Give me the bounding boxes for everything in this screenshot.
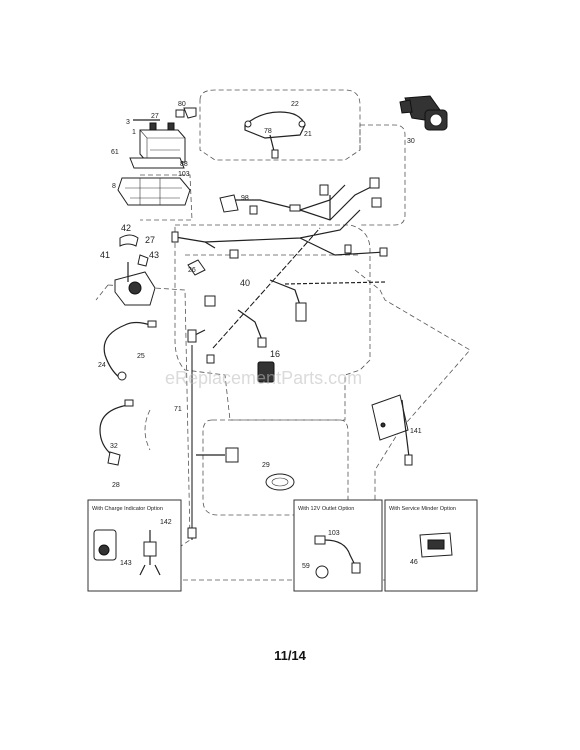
label-27: 27 xyxy=(151,113,159,120)
label-78: 78 xyxy=(264,128,272,135)
label-143: 143 xyxy=(120,560,132,567)
battery xyxy=(139,122,186,163)
label-88: 88 xyxy=(180,161,188,168)
label-1: 1 xyxy=(132,129,136,136)
label-16: 16 xyxy=(270,349,280,359)
label-43: 43 xyxy=(149,250,159,260)
label-22: 22 xyxy=(291,101,299,108)
label-8: 8 xyxy=(112,183,116,190)
starter-solenoid xyxy=(114,234,156,306)
label-24: 24 xyxy=(98,362,106,369)
label-61: 61 xyxy=(111,149,119,156)
service-minder-option: With Service Minder Option xyxy=(384,499,478,592)
outlet-option-title: With 12V Outlet Option xyxy=(298,506,354,512)
label-21: 21 xyxy=(304,131,312,138)
main-harness xyxy=(171,177,388,257)
label-29: 29 xyxy=(262,462,270,469)
label-3: 3 xyxy=(126,119,130,126)
watermark: eReplacementParts.com xyxy=(165,368,362,388)
reverse-switch-bracket xyxy=(371,394,413,466)
clip-80 xyxy=(183,107,197,119)
battery-cable-negative xyxy=(99,399,134,466)
minder-option-title: With Service Minder Option xyxy=(389,506,456,512)
label-42: 42 xyxy=(121,223,131,233)
label-103b: 103 xyxy=(328,530,340,537)
battery-tray xyxy=(117,177,191,206)
charge-indicator-option: With Charge Indicator Option xyxy=(87,499,182,592)
label-103: 103 xyxy=(178,171,190,178)
label-80: 80 xyxy=(178,101,186,108)
label-41: 41 xyxy=(100,250,110,260)
battery-cable-positive xyxy=(103,320,157,381)
label-28: 28 xyxy=(112,482,120,489)
label-26: 26 xyxy=(188,267,196,274)
label-71: 71 xyxy=(174,406,182,413)
pto-switch xyxy=(265,473,295,491)
headlight-harness xyxy=(244,111,306,159)
page-number: 11/14 xyxy=(274,648,306,663)
label-30: 30 xyxy=(407,138,415,145)
charge-option-title: With Charge Indicator Option xyxy=(92,506,163,512)
outlet-option: With 12V Outlet Option xyxy=(293,499,383,592)
ignition-switch xyxy=(399,95,448,131)
wire-loom xyxy=(204,227,386,349)
label-32: 32 xyxy=(110,443,118,450)
rear-harness xyxy=(187,329,239,540)
part-labels: 80 27 3 1 61 88 103 8 22 78 21 30 42 27 … xyxy=(98,101,422,570)
label-142: 142 xyxy=(160,519,172,526)
battery-hold-down xyxy=(129,109,185,169)
label-40: 40 xyxy=(240,278,250,288)
seat-switch xyxy=(257,361,275,383)
label-59: 59 xyxy=(302,563,310,570)
switch-98 xyxy=(187,259,206,276)
label-141: 141 xyxy=(410,428,422,435)
label-98: 98 xyxy=(241,195,249,202)
label-25: 25 xyxy=(137,353,145,360)
label-46: 46 xyxy=(410,559,418,566)
label-27b: 27 xyxy=(145,235,155,245)
